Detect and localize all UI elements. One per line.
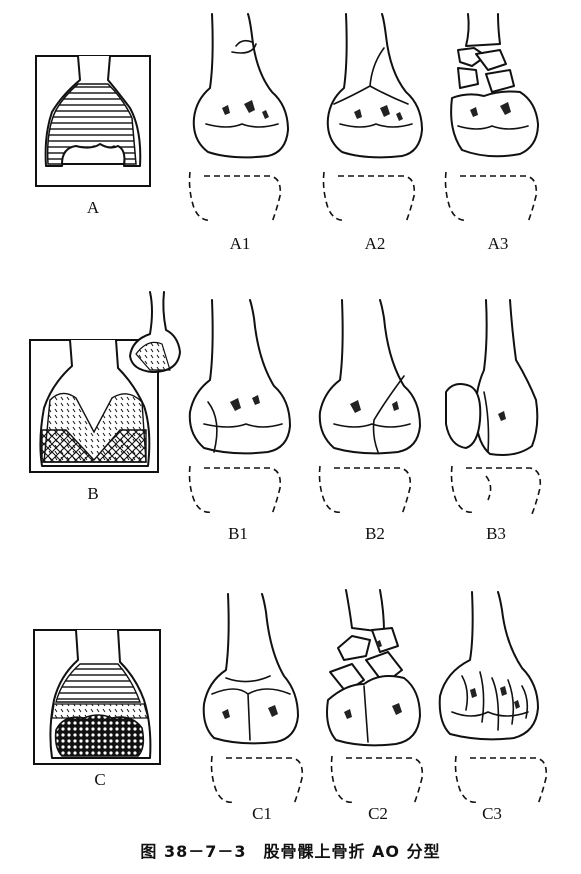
label-a: A <box>86 198 100 217</box>
label-a2: A2 <box>364 234 386 253</box>
label-c2: C2 <box>368 804 388 823</box>
label-b2: B2 <box>365 524 385 543</box>
schematic-c <box>33 629 161 765</box>
label-c1: C1 <box>252 804 272 823</box>
label-c3: C3 <box>482 804 502 823</box>
diagram-c3 <box>438 591 548 805</box>
label-a3: A3 <box>487 234 509 253</box>
diagram-a3 <box>444 13 539 223</box>
diagram-b3 <box>445 299 542 515</box>
diagram-b2 <box>318 299 421 515</box>
diagram-c2 <box>326 589 424 805</box>
diagram-b1 <box>188 299 291 515</box>
diagram-a2 <box>322 13 423 223</box>
figure-caption: 图 38－7－3 股骨髁上骨折 AO 分型 <box>140 842 441 861</box>
label-b3: B3 <box>486 524 506 543</box>
diagram-a1 <box>188 13 289 223</box>
label-c: C <box>94 770 106 789</box>
schematic-b <box>29 291 181 473</box>
schematic-a <box>35 55 151 187</box>
label-b: B <box>87 484 99 503</box>
label-a1: A1 <box>229 234 251 253</box>
diagram-c1 <box>202 593 304 805</box>
label-b1: B1 <box>228 524 248 543</box>
